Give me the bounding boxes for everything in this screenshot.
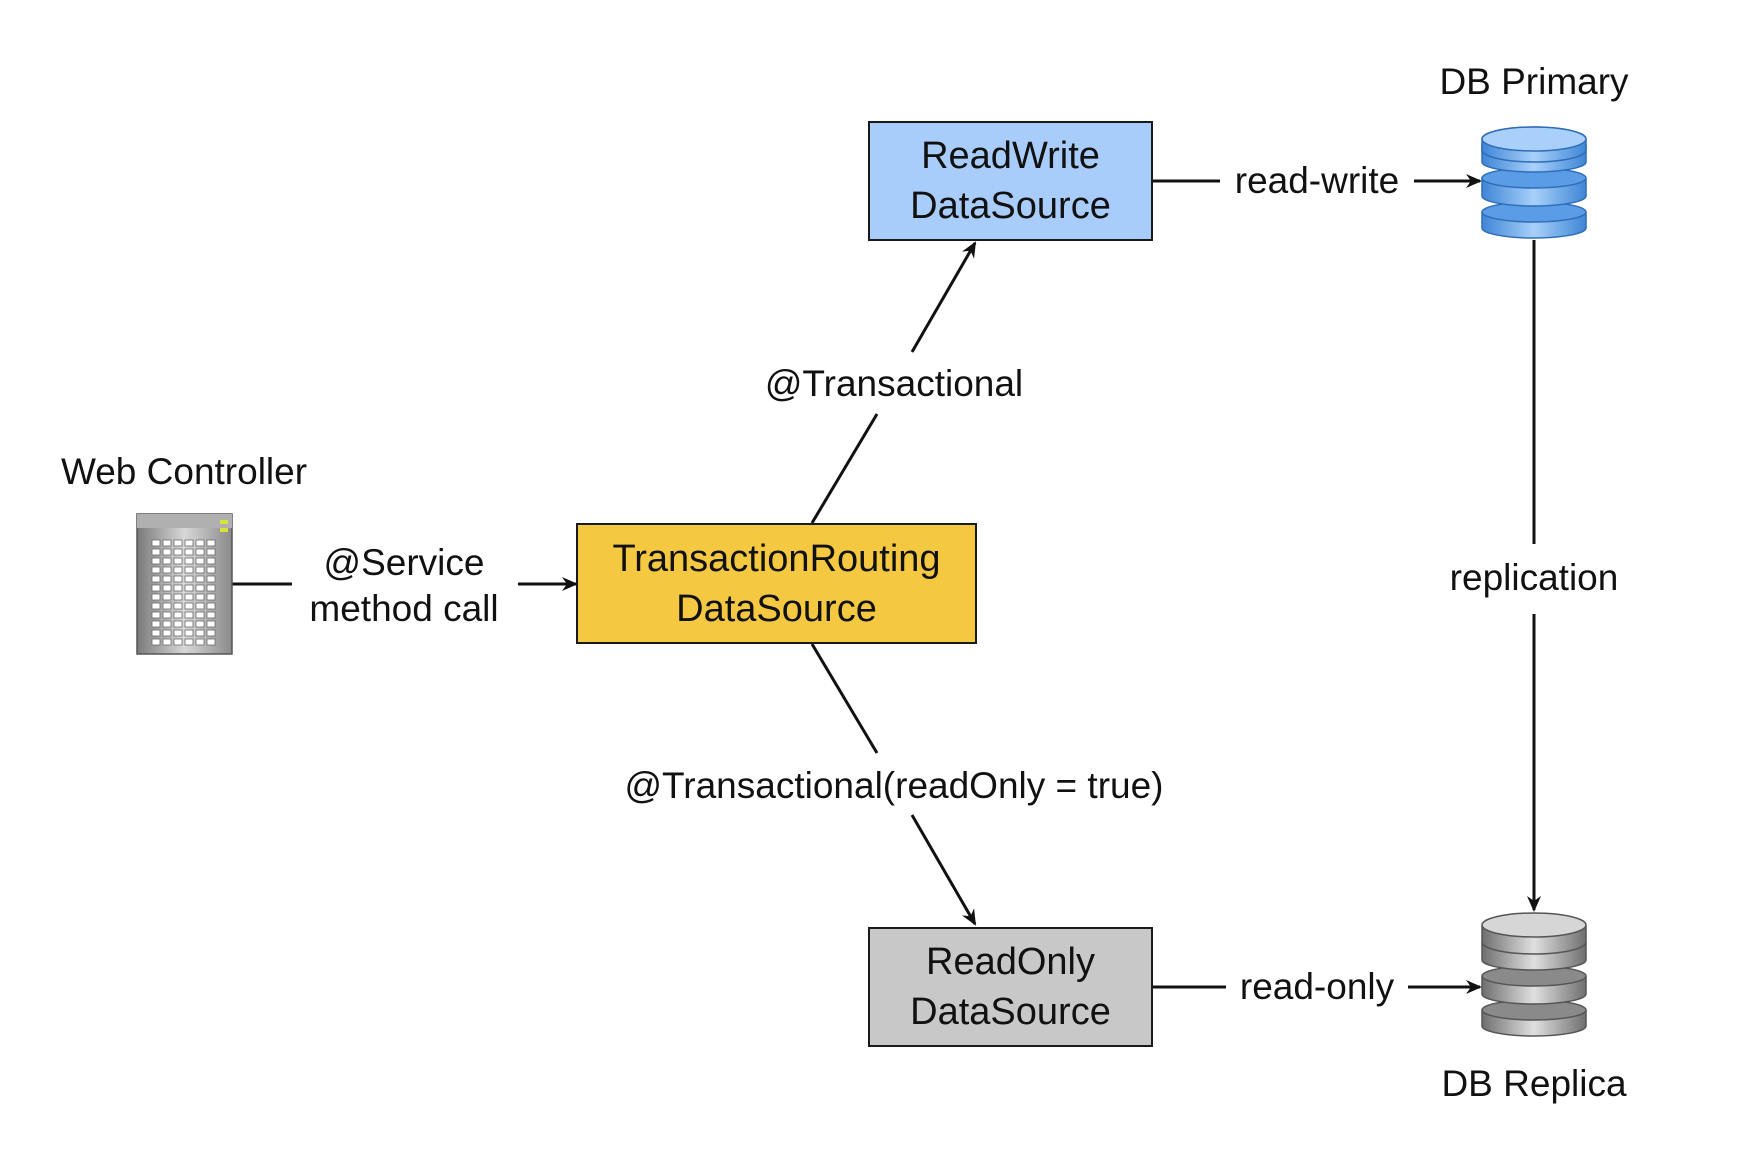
transaction-routing-datasource-node: TransactionRouting DataSource — [576, 523, 977, 644]
edge-readonly-upper — [810, 643, 879, 754]
edge-transactional-readonly-label: @Transactional(readOnly = true) — [620, 764, 1168, 808]
db-primary-label: DB Primary — [1439, 61, 1629, 102]
web-controller-label: Web Controller — [60, 451, 308, 492]
database-icon-replica — [1481, 912, 1587, 1037]
routing-line1: TransactionRouting — [612, 537, 941, 580]
edge-read-write-label: read-write — [1230, 159, 1404, 203]
readwrite-line2: DataSource — [910, 185, 1111, 227]
edge-transactional-label: @Transactional — [760, 362, 1028, 406]
edge-service-call-label: @Service method call — [305, 540, 503, 632]
edge-service-call-line2: method call — [309, 588, 499, 629]
edge-read-only-label: read-only — [1235, 965, 1399, 1009]
readonly-datasource-node: ReadOnly DataSource — [868, 927, 1153, 1047]
routing-line2: DataSource — [676, 587, 877, 630]
readonly-line2: DataSource — [910, 991, 1111, 1033]
readwrite-line1: ReadWrite — [921, 135, 1100, 177]
database-icon-primary — [1481, 126, 1587, 239]
edge-transactional-upper — [910, 241, 977, 353]
edge-service-call-line1: @Service — [323, 542, 485, 583]
db-replica-label: DB Replica — [1441, 1063, 1627, 1104]
readonly-line1: ReadOnly — [926, 941, 1095, 983]
edge-replication-label: replication — [1445, 556, 1623, 600]
server-icon — [136, 513, 233, 655]
edge-readonly-lower — [910, 814, 977, 926]
readwrite-datasource-node: ReadWrite DataSource — [868, 121, 1153, 241]
edge-transactional-lower — [810, 413, 879, 524]
